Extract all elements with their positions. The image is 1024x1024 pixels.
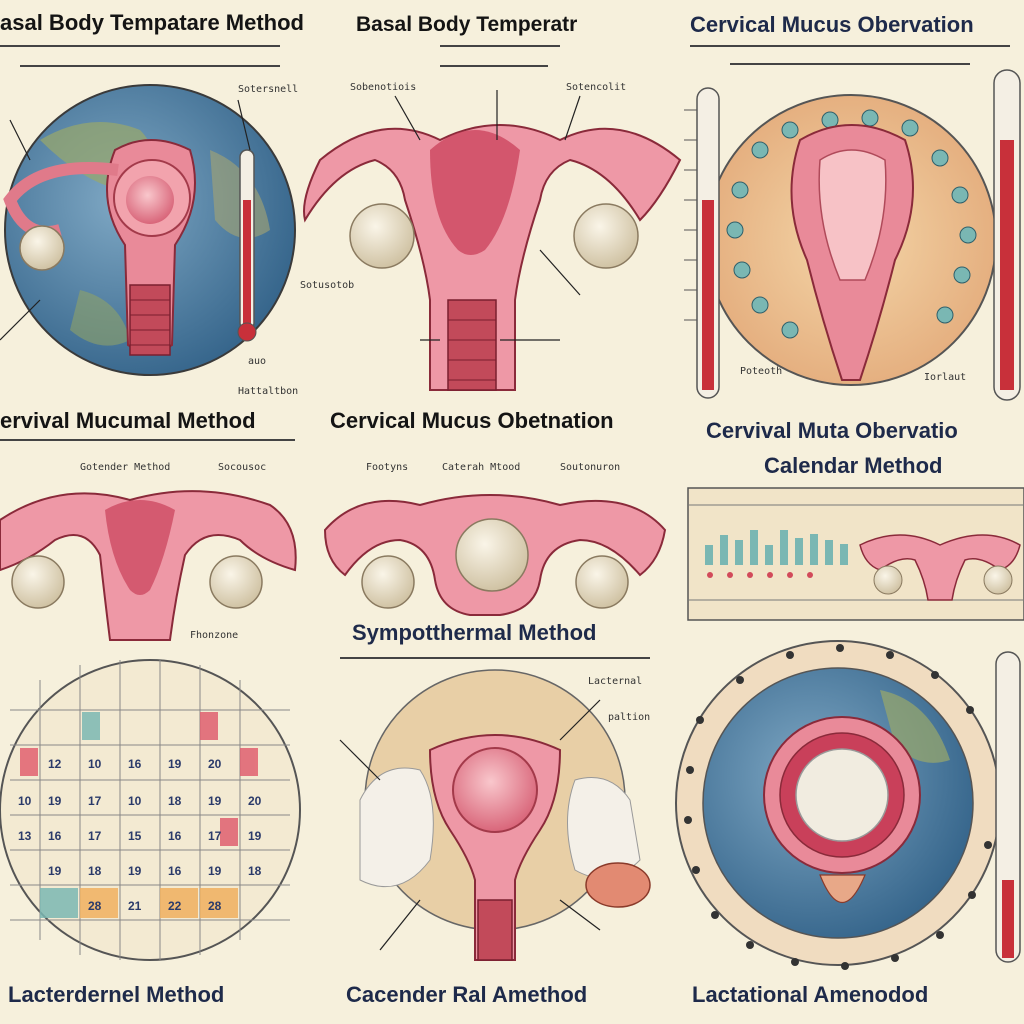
- svg-text:17: 17: [88, 794, 102, 808]
- svg-text:19: 19: [48, 794, 62, 808]
- panel-sympothermal: [339, 669, 651, 961]
- title-sympothermal-method: Sympotthermal Method: [352, 620, 597, 645]
- panel-cervical-mucumal-uterus: [0, 490, 297, 641]
- svg-text:19: 19: [208, 794, 222, 808]
- svg-text:12: 12: [48, 757, 62, 771]
- svg-text:16: 16: [168, 864, 182, 878]
- svg-text:10: 10: [18, 794, 32, 808]
- subtitle-lines: [0, 45, 1010, 659]
- panel-calendar-circle: 12 10 16 19 20 10 19 17 10 18 19 20 13 16 17 15 16 1…: [0, 659, 301, 961]
- label-p5-b: Caterah Mtood: [442, 462, 521, 473]
- label-p4-mid: Gotender Method: [80, 462, 171, 473]
- svg-text:19: 19: [248, 829, 262, 843]
- footer-cacender-ral-amethod: Cacender Ral Amethod: [346, 982, 588, 1007]
- svg-text:10: 10: [88, 757, 102, 771]
- panel-cervical-mucus: [684, 69, 1021, 401]
- label-p7-right-2: paltion: [608, 712, 651, 723]
- title-basal-body-temperature: Basal Body Temperatr: [356, 13, 578, 36]
- label-p7-right-1: Lacternal: [588, 676, 643, 687]
- svg-text:16: 16: [168, 829, 182, 843]
- label-p5-c: Soutonuron: [560, 462, 621, 473]
- svg-text:20: 20: [208, 757, 222, 771]
- title-basal-body-temperature-method: asal Body Tempatare Method: [0, 10, 304, 35]
- svg-text:16: 16: [48, 829, 62, 843]
- panel-lactational: [675, 640, 1021, 970]
- panel-basal-globe: [0, 84, 296, 376]
- title-cervical-mucumal-method: ervival Mucumal Method: [0, 408, 256, 433]
- svg-text:19: 19: [168, 757, 182, 771]
- svg-text:19: 19: [128, 864, 142, 878]
- label-p2-left: Sobenotiois: [350, 82, 417, 93]
- label-p2-right: Sotencolit: [566, 82, 627, 93]
- label-p5-a: Footyns: [366, 462, 409, 473]
- label-p3-bottom-right: Iorlaut: [924, 372, 967, 383]
- svg-text:15: 15: [128, 829, 142, 843]
- svg-text:28: 28: [208, 899, 222, 913]
- svg-text:10: 10: [128, 794, 142, 808]
- panel-basal-uterus: [303, 90, 682, 391]
- svg-text:13: 13: [18, 829, 32, 843]
- svg-text:19: 19: [208, 864, 222, 878]
- svg-text:18: 18: [168, 794, 182, 808]
- svg-text:18: 18: [88, 864, 102, 878]
- panel-cervical-mucus-uterus: [323, 494, 667, 616]
- label-p1-top-right: Sotersnell: [238, 84, 299, 95]
- svg-text:18: 18: [248, 864, 262, 878]
- label-p2-side: Sotusotob: [300, 280, 355, 291]
- svg-text:21: 21: [128, 899, 142, 913]
- title-cervical-mucus-obetnation: Cervical Mucus Obetnation: [330, 408, 614, 433]
- svg-text:17: 17: [208, 829, 222, 843]
- title-calendar-method: Calendar Method: [764, 453, 943, 478]
- label-p1-bottom-right-1: auo: [248, 356, 267, 367]
- title-cervical-muta-observation: Cervival Muta Obervatio: [706, 418, 958, 443]
- svg-text:19: 19: [48, 864, 62, 878]
- svg-text:17: 17: [88, 829, 102, 843]
- label-p4-right: Socousoc: [218, 462, 267, 473]
- svg-text:16: 16: [128, 757, 142, 771]
- svg-text:28: 28: [88, 899, 102, 913]
- label-p3-bottom-left: Poteoth: [740, 366, 783, 377]
- label-p1-bottom-right-2: Hattaltbon: [238, 386, 299, 397]
- label-p4-lower: Fhonzone: [190, 630, 239, 641]
- footer-lactational-amenodod: Lactational Amenodod: [692, 982, 929, 1007]
- title-cervical-mucus-observation: Cervical Mucus Obervation: [690, 12, 974, 37]
- svg-text:20: 20: [248, 794, 262, 808]
- footer-lacterdernel-method: Lacterdernel Method: [8, 982, 225, 1007]
- panel-calendar-strip: [687, 487, 1024, 621]
- svg-text:22: 22: [168, 899, 182, 913]
